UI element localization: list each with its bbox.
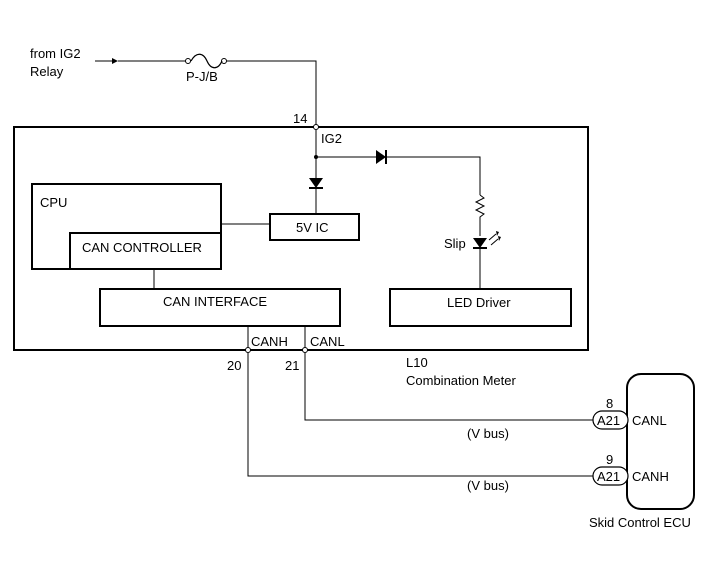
canl-terminal (302, 347, 308, 353)
canl-pin-number: 21 (285, 358, 299, 373)
canh-bus-wire (247, 353, 593, 477)
canh-terminal (245, 347, 251, 353)
canh-pin-number: 20 (227, 358, 241, 373)
slip-led-label: Slip (444, 236, 466, 251)
source-label-line1: from IG2 (30, 46, 81, 61)
resistor-icon (474, 194, 486, 236)
fuse-icon (185, 53, 227, 69)
meter-canh-label: CANH (251, 334, 288, 349)
canl-bus-wire (304, 353, 593, 421)
junction-dot (314, 155, 318, 159)
led-driver-box (389, 288, 572, 327)
ecu-canh-connector (592, 466, 629, 486)
can-controller-label: CAN CONTROLLER (82, 240, 202, 255)
can-interface-label: CAN INTERFACE (163, 294, 267, 309)
ig2-led-branch-wire (316, 156, 481, 195)
meter-canl-label: CANL (310, 334, 345, 349)
5v-ic-label: 5V IC (296, 220, 329, 235)
ig2-label: IG2 (321, 131, 342, 146)
fuse-label: P-J/B (186, 69, 218, 84)
led-driver-label: LED Driver (447, 295, 511, 310)
canl-bus-label: (V bus) (467, 426, 509, 441)
source-label-line2: Relay (30, 64, 64, 79)
ecu-canl-label: CANL (632, 413, 667, 428)
led-supply-diode-icon (376, 150, 387, 164)
meter-name: Combination Meter (406, 373, 516, 388)
ig2-feed-wire-2 (227, 60, 317, 127)
slip-led-icon (473, 231, 501, 249)
can-controller-box (69, 232, 222, 270)
skid-control-ecu-box (626, 373, 695, 510)
ecu-canl-connector (592, 410, 629, 430)
meter-code: L10 (406, 355, 428, 370)
ecu-name: Skid Control ECU (589, 515, 691, 530)
ecu-canh-connector-label: A21 (597, 469, 620, 484)
source-arrow-icon (95, 58, 118, 64)
can-interface-box (99, 288, 341, 327)
ig2-terminal (313, 124, 319, 130)
ecu-canl-pin-number: 8 (606, 396, 613, 411)
ig2-pin-number: 14 (293, 111, 307, 126)
ecu-canh-label: CANH (632, 469, 669, 484)
ecu-canl-connector-label: A21 (597, 413, 620, 428)
diode-icon (309, 178, 323, 189)
canh-bus-label: (V bus) (467, 478, 509, 493)
ecu-canh-pin-number: 9 (606, 452, 613, 467)
cpu-label: CPU (40, 195, 67, 210)
5v-ic-box (269, 213, 360, 241)
